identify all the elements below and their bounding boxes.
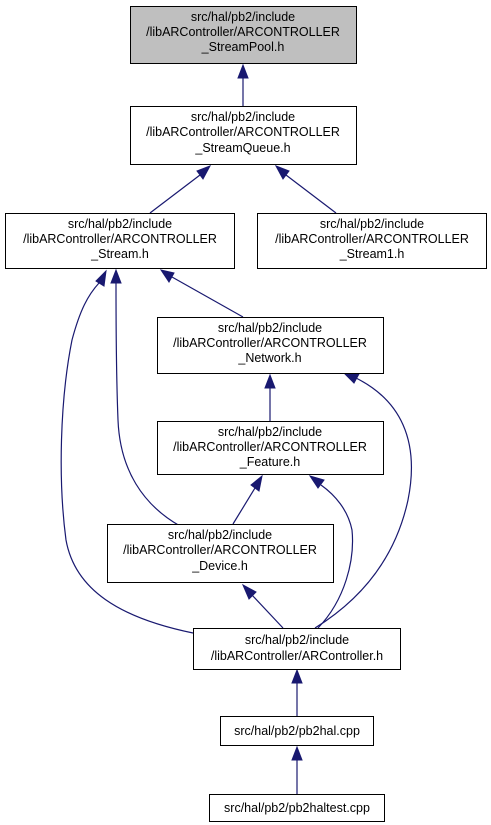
node-label-line: _StreamPool.h (201, 40, 285, 54)
node-feature[interactable]: src/hal/pb2/include /libARController/ARC… (157, 421, 384, 475)
edge-network-to-stream (171, 276, 244, 318)
node-stream1[interactable]: src/hal/pb2/include /libARController/ARC… (257, 213, 487, 269)
edge-device-to-stream (115, 282, 181, 527)
node-stream[interactable]: src/hal/pb2/include /libARController/ARC… (5, 213, 235, 269)
node-streampool[interactable]: src/hal/pb2/include /libARController/ARC… (130, 6, 357, 64)
node-label-line: _Stream.h (90, 247, 149, 261)
node-box-stream (5, 213, 235, 269)
node-label-line: /libARController/ARCONTROLLER (123, 543, 317, 557)
arrowhead-arcontroller-from-pb2hal (291, 668, 303, 684)
node-label-line: /libARController/ARCONTROLLER (173, 336, 367, 350)
node-box-feature (157, 421, 384, 475)
arrowhead-streamqueue-right (274, 165, 290, 180)
node-box-network (157, 317, 384, 374)
node-label-line: src/hal/pb2/include (218, 425, 322, 439)
node-box-stream1 (257, 213, 487, 269)
node-label-line: _Stream1.h (339, 247, 405, 261)
edges (60, 63, 412, 794)
node-box-pb2hal (220, 716, 374, 746)
node-arcontroller[interactable]: src/hal/pb2/include /libARController/ARC… (193, 628, 401, 670)
node-box-streamqueue (130, 106, 357, 165)
node-label-line: src/hal/pb2/include (245, 633, 349, 647)
arrowhead-streampool (237, 63, 249, 79)
node-label-line: /libARController/ARCONTROLLER (275, 232, 469, 246)
arrowhead-stream-from-network (159, 269, 175, 283)
edge-device-to-feature (232, 487, 256, 525)
arrowhead-device-from-arcontroller (241, 583, 257, 600)
node-label-line: _Feature.h (239, 455, 301, 469)
node-label-line: _Network.h (237, 351, 301, 365)
arrowhead-streamqueue-left (196, 165, 212, 180)
node-label-line: src/hal/pb2/include (68, 217, 172, 231)
node-label-line: /libARController/ARCONTROLLER (23, 232, 217, 246)
node-pb2haltest[interactable]: src/hal/pb2/pb2haltest.cpp (209, 794, 385, 822)
edge-stream-to-streamqueue (149, 174, 201, 214)
edge-arcontroller-to-stream (60, 282, 194, 634)
node-label-line: src/hal/pb2/include (320, 217, 424, 231)
node-label-line: _Device.h (191, 559, 248, 573)
node-label-line: /libARController/ARCONTROLLER (173, 440, 367, 454)
arrowhead-pb2hal-from-pb2haltest (291, 745, 303, 761)
arrowhead-stream-from-device (110, 268, 122, 284)
edge-arcontroller-to-feature (317, 484, 354, 629)
node-streamqueue[interactable]: src/hal/pb2/include /libARController/ARC… (130, 106, 357, 165)
arrowhead-network-from-feature (264, 373, 276, 389)
node-device[interactable]: src/hal/pb2/include /libARController/ARC… (107, 524, 334, 583)
node-box-streampool (130, 6, 357, 64)
node-box-device (107, 524, 334, 583)
node-box-pb2haltest (209, 794, 385, 822)
node-label-line: _StreamQueue.h (194, 141, 290, 155)
node-label-line: /libARController/ARCONTROLLER (146, 25, 340, 39)
node-pb2hal[interactable]: src/hal/pb2/pb2hal.cpp (220, 716, 374, 746)
edge-arcontroller-to-device (251, 594, 284, 629)
node-box-arcontroller (193, 628, 401, 670)
node-label-line: src/hal/pb2/include (191, 10, 295, 24)
node-label-line: src/hal/pb2/include (191, 110, 295, 124)
arrowhead-feature-from-device (250, 474, 263, 492)
edge-stream1-to-streamqueue (285, 174, 337, 214)
node-label-line: src/hal/pb2/include (168, 528, 272, 542)
node-label-line: src/hal/pb2/pb2hal.cpp (234, 724, 360, 738)
node-label-line: src/hal/pb2/include (218, 321, 322, 335)
edge-arcontroller-to-network (314, 377, 412, 629)
node-label-line: src/hal/pb2/pb2haltest.cpp (224, 801, 370, 815)
node-network[interactable]: src/hal/pb2/include /libARController/ARC… (157, 317, 384, 374)
arrowhead-stream-from-arcontroller (95, 269, 107, 287)
node-label-line: /libARController/ARController.h (211, 649, 383, 663)
node-label-line: /libARController/ARCONTROLLER (146, 125, 340, 139)
arrowhead-feature-from-arcontroller (308, 475, 325, 489)
arrowhead-network-from-arcontroller (342, 372, 360, 384)
